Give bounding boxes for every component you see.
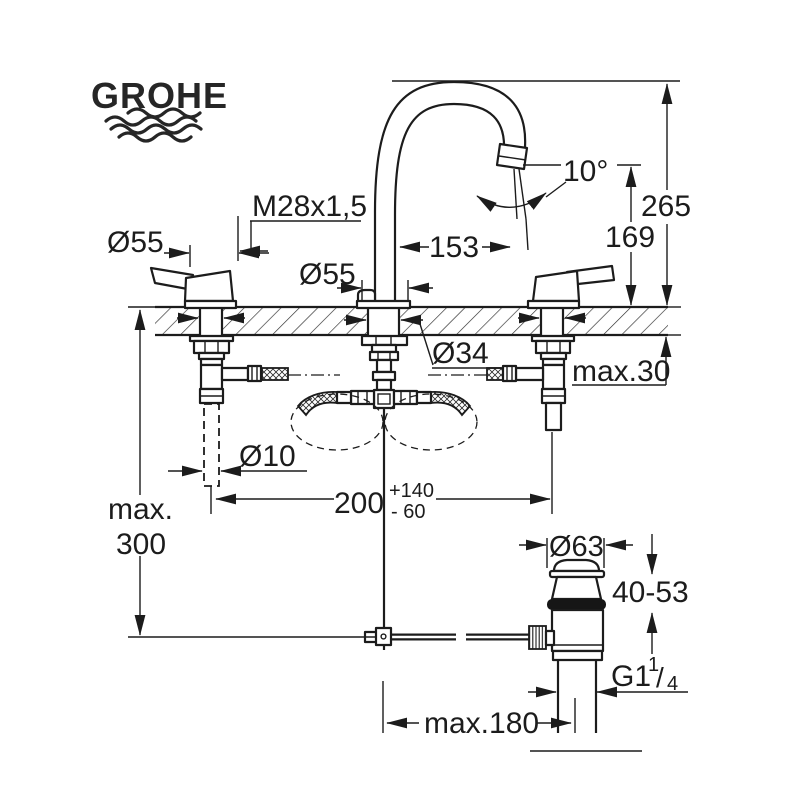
label-hole-distance-tol-minus: - 60 <box>391 501 425 523</box>
dim-rod-length <box>382 681 576 733</box>
pop-up-waste <box>528 558 642 752</box>
dim-hole-diameter <box>344 314 501 369</box>
left-locknut <box>192 339 231 355</box>
faucet-spout <box>288 80 529 650</box>
hose-loop-phantom-right <box>384 393 478 451</box>
tee-connector <box>372 388 396 410</box>
deck-hatch <box>155 308 200 334</box>
left-valve <box>149 266 289 487</box>
right-handle-body <box>531 269 581 303</box>
spout-locknut <box>360 334 409 347</box>
label-supply-tube-diameter: Ø10 <box>239 440 296 473</box>
dim-center-escutcheon <box>337 280 433 300</box>
waste-dome <box>552 558 601 573</box>
dimension-labels: M28x1,5 Ø55 Ø55 153 10° 265 169 Ø34 max.… <box>107 155 691 740</box>
left-escutcheon <box>183 299 238 310</box>
dim-deck-thickness <box>572 336 672 386</box>
waste-slip-nut <box>551 649 604 662</box>
dim-waste-flange <box>519 538 633 568</box>
label-clamping-range: 40-53 <box>612 576 689 609</box>
right-supply-hose <box>486 367 504 381</box>
right-supply-tube <box>544 401 563 432</box>
grohe-logo-text: GROHE <box>91 75 228 116</box>
label-waste-flange-diameter: Ø63 <box>549 531 604 563</box>
label-mounting-depth-value: 300 <box>116 528 166 561</box>
label-left-escutcheon-diameter: Ø55 <box>107 226 164 259</box>
deck-hatch <box>222 308 368 334</box>
water-stream-line <box>513 168 518 220</box>
label-center-escutcheon-diameter: Ø55 <box>299 258 356 291</box>
dim-mounting-depth <box>128 309 376 638</box>
label-spout-angle: 10° <box>563 155 608 188</box>
angled-stream-line <box>518 168 527 220</box>
spout-outer-edge <box>373 80 527 303</box>
left-valve-body <box>199 363 224 391</box>
spout-shank <box>368 308 399 336</box>
label-waste-thread-slash: / <box>656 662 664 693</box>
rod-clamp <box>374 626 393 647</box>
label-spout-projection: 153 <box>429 231 479 264</box>
label-outlet-height: 169 <box>605 221 655 254</box>
left-supply-hose <box>261 367 289 381</box>
label-hole-diameter: Ø34 <box>432 337 489 370</box>
label-deck-thickness: max.30 <box>572 355 670 388</box>
deck-hatch <box>399 308 541 334</box>
spout-escutcheon <box>355 299 412 310</box>
label-mounting-depth-word: max. <box>108 493 173 526</box>
dim-left-escutcheon <box>164 216 269 267</box>
right-locknut <box>534 339 572 355</box>
waste-seal-ring <box>547 599 606 610</box>
label-waste-thread: G1 <box>611 660 651 693</box>
horizontal-rod <box>391 633 529 641</box>
right-valve-body <box>541 363 566 391</box>
label-thread-size: M28x1,5 <box>252 190 367 223</box>
label-waste-thread-denominator: 4 <box>667 673 678 695</box>
dim-hole-distance <box>210 432 553 514</box>
label-waste-thread-numerator: 1 <box>648 654 659 676</box>
aerator <box>495 142 529 171</box>
waste-neck <box>550 575 603 601</box>
flexible-hose-right <box>430 391 472 417</box>
label-total-height: 265 <box>641 190 691 223</box>
dim-thread-size <box>239 220 361 257</box>
right-valve <box>486 264 616 432</box>
waste-knurled-knob <box>528 625 547 650</box>
left-supply-tube <box>203 403 220 487</box>
deck-hatch <box>563 308 668 334</box>
grohe-logo: GROHE <box>91 75 228 143</box>
label-hole-distance: 200 <box>334 487 384 520</box>
right-escutcheon <box>526 299 581 310</box>
label-rod-length: max.180 <box>424 707 539 740</box>
dim-total-height <box>392 80 680 306</box>
grohe-waves-icon <box>104 107 203 143</box>
flexible-hose-left <box>296 391 338 417</box>
dim-spout-angle <box>476 164 641 212</box>
label-hole-distance-tol-plus: +140 <box>389 480 434 502</box>
spout-inner-edge <box>393 102 506 303</box>
dimensions <box>128 80 688 733</box>
